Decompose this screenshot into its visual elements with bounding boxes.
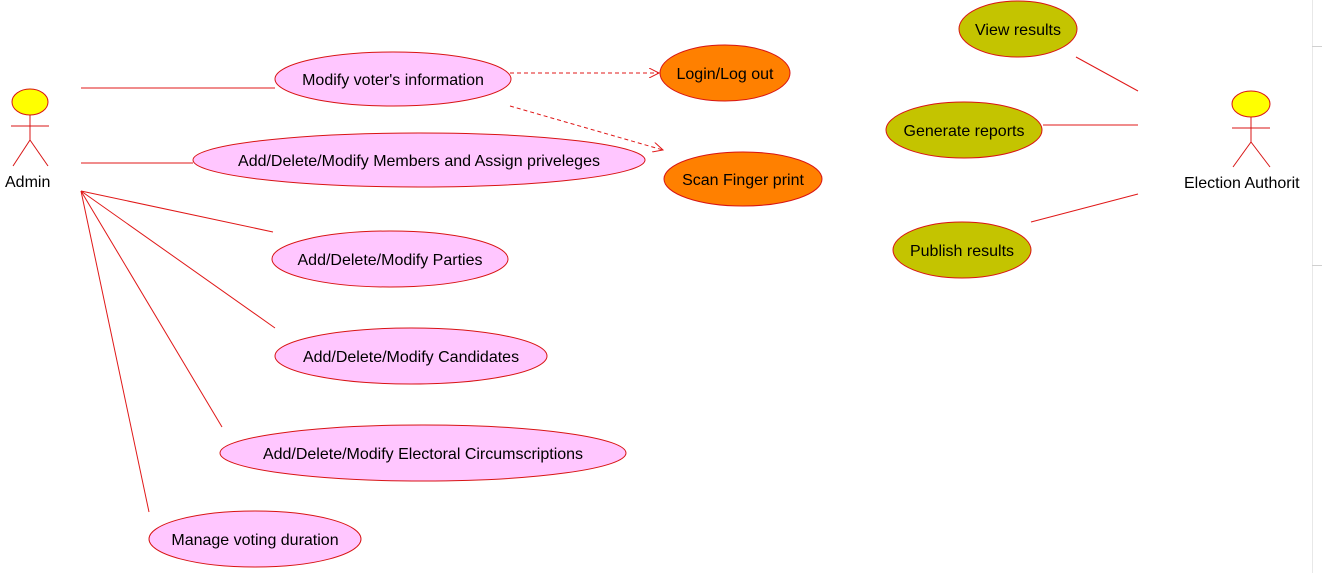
authority-body [1232,117,1271,168]
assoc-admin-voting-duration [80,190,150,513]
admin-head [11,88,49,116]
admin-actor[interactable]: Admin [5,88,50,191]
usecase-generate-reports[interactable]: Generate reports [885,101,1043,159]
vertical-scrollbar[interactable] [1312,0,1322,573]
dependency-modify-voter-fingerprint [509,105,663,150]
assoc-authority-publish-results [1030,193,1139,223]
usecase-generate-reports-label: Generate reports [904,123,1025,140]
assoc-admin-candidates [80,190,276,329]
scrollbar-mark [1312,265,1322,266]
usecase-circumscriptions-label: Add/Delete/Modify Electoral Circumscript… [263,446,583,463]
usecase-login[interactable]: Login/Log out [659,44,791,102]
usecase-parties[interactable]: Add/Delete/Modify Parties [271,230,509,288]
admin-body [11,115,49,167]
assoc-admin-circumscriptions [80,190,223,428]
usecase-fingerprint[interactable]: Scan Finger print [663,151,823,207]
election-authority-actor[interactable]: Election Authorit [1184,90,1300,192]
admin-associations [80,87,276,513]
usecase-fingerprint-label: Scan Finger print [682,172,804,189]
usecase-candidates[interactable]: Add/Delete/Modify Candidates [274,327,548,385]
scrollbar-mark [1312,46,1322,47]
usecase-candidates-label: Add/Delete/Modify Candidates [303,349,519,366]
usecase-publish-results[interactable]: Publish results [892,221,1032,279]
usecase-publish-results-label: Publish results [910,243,1014,260]
authority-associations [1030,56,1139,223]
usecase-members[interactable]: Add/Delete/Modify Members and Assign pri… [192,132,646,188]
usecase-voting-duration-label: Manage voting duration [171,532,338,549]
usecase-view-results[interactable]: View results [958,0,1078,58]
usecase-login-label: Login/Log out [677,66,775,83]
usecase-members-label: Add/Delete/Modify Members and Assign pri… [238,153,600,170]
authority-head [1231,90,1271,118]
admin-label: Admin [5,174,50,191]
dependencies [509,73,663,150]
usecase-voting-duration[interactable]: Manage voting duration [148,510,362,568]
usecase-view-results-label: View results [975,22,1061,39]
usecase-modify-voter[interactable]: Modify voter's information [274,51,512,107]
authority-label: Election Authorit [1184,175,1300,192]
assoc-authority-view-results [1075,56,1139,92]
usecase-modify-voter-label: Modify voter's information [302,72,484,89]
assoc-admin-parties [80,190,274,233]
usecase-circumscriptions[interactable]: Add/Delete/Modify Electoral Circumscript… [219,424,627,482]
usecase-parties-label: Add/Delete/Modify Parties [298,252,483,269]
